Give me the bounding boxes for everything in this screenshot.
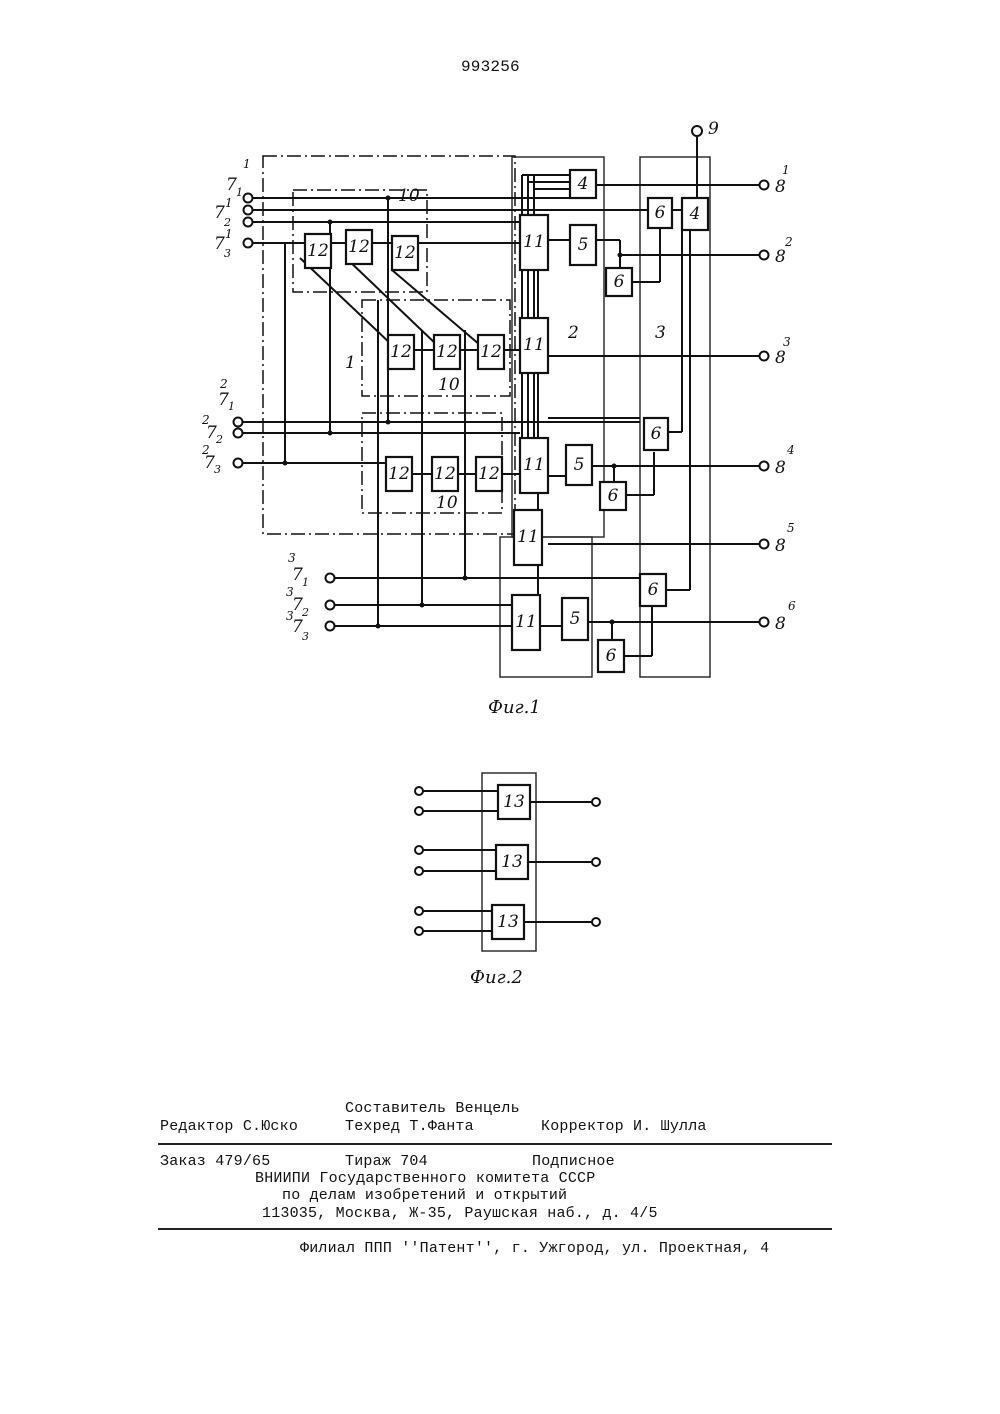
circulation-text: Тираж 704 [345, 1153, 428, 1170]
compiler-text: Составитель Венцель [345, 1100, 520, 1117]
techred-text: Техред Т.Фанта [345, 1118, 474, 1135]
colophon-rule-top [158, 1143, 832, 1145]
block-13-c-label: 13 [497, 912, 519, 932]
corrector-text: Корректор И. Шулла [541, 1118, 707, 1135]
colophon-rule-bottom [158, 1228, 832, 1230]
figure-2-caption: Фиг.2 [470, 967, 523, 988]
branch-text: Филиал ППП ''Патент'', г. Ужгород, ул. П… [300, 1240, 769, 1257]
editor-text: Редактор С.Юско [160, 1118, 298, 1135]
subscription-text: Подписное [532, 1153, 615, 1170]
block-13-b-label: 13 [501, 852, 523, 872]
block-13-a-label: 13 [503, 792, 525, 812]
org-line2-text: по делам изобретений и открытий [282, 1187, 567, 1204]
figure-2-diagram: 13 13 13 Фиг.2 [0, 0, 1000, 1000]
org-line1-text: ВНИИПИ Государственного комитета СССР [255, 1170, 595, 1187]
order-text: Заказ 479/65 [160, 1153, 270, 1170]
address-text: 113035, Москва, Ж-35, Раушская наб., д. … [262, 1205, 658, 1222]
